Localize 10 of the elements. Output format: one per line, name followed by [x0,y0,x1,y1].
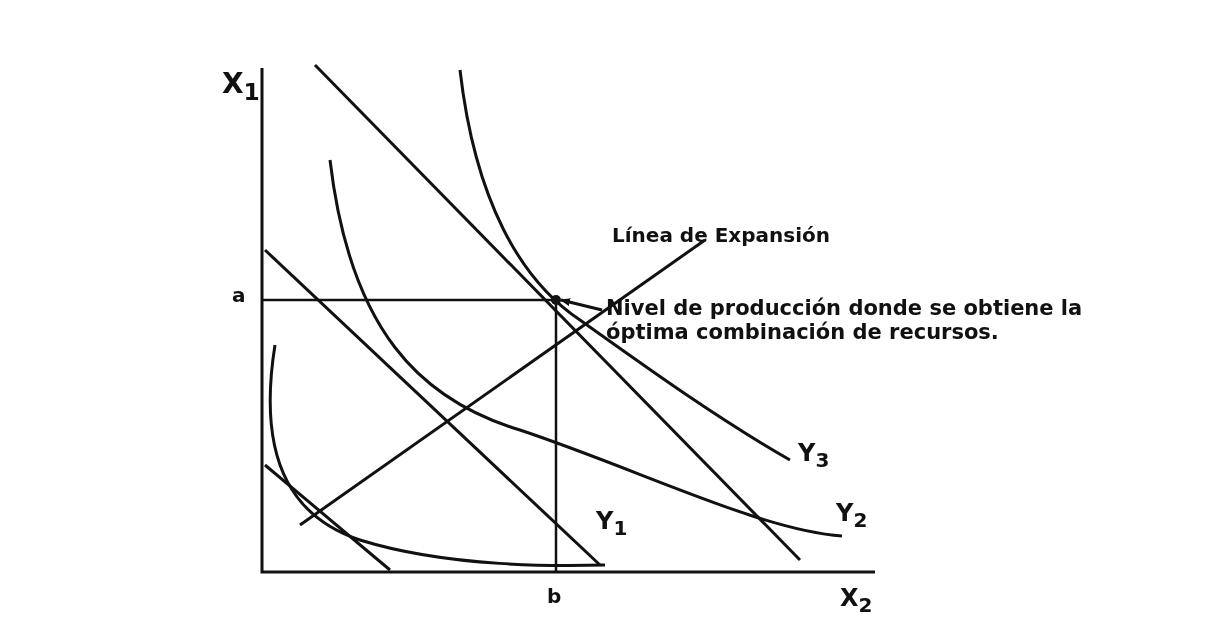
axis-value: b [547,585,562,608]
axis-label: X$_{1}$ [222,68,260,106]
curve-label: Y$_{1}$ [596,508,628,540]
curve-label: Y$_{2}$ [836,500,868,532]
intersection-point [551,295,561,305]
curve-label: Y$_{3}$ [798,440,830,472]
axis-value: a [232,284,246,307]
line-label: Línea de Expansión [612,224,831,247]
axis-label: X$_{2}$ [840,585,873,617]
leader-arrow [560,298,603,312]
